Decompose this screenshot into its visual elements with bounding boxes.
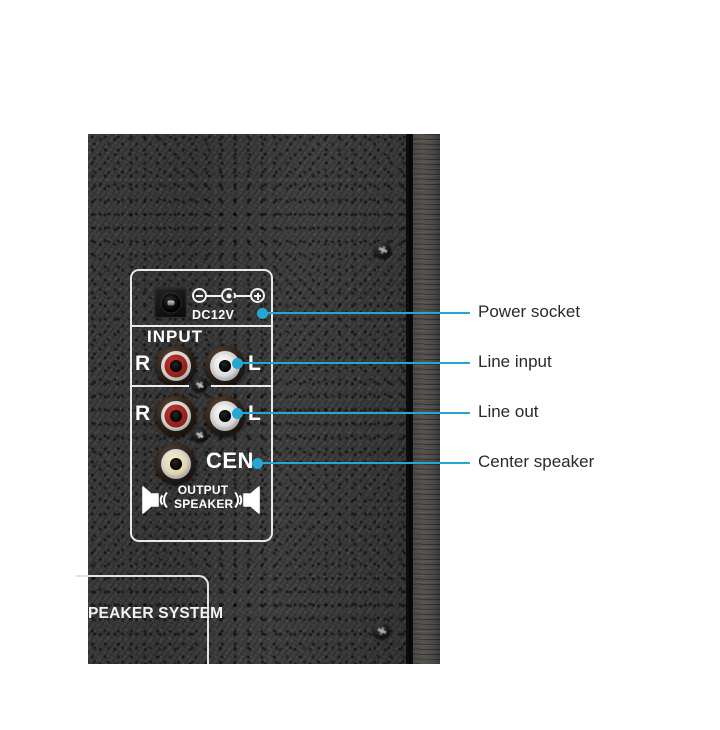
panel-screw-upper (192, 377, 207, 392)
callout-label-power-socket: Power socket (478, 302, 581, 321)
cabinet-side-panel (413, 134, 440, 664)
divider-output-right (211, 385, 271, 387)
output-speaker-row: OUTPUT SPEAKER (136, 482, 266, 518)
output-left-channel-label: L (248, 402, 261, 426)
divider-output-left (132, 385, 189, 387)
input-rca-left-jack[interactable] (205, 346, 245, 386)
cabinet-edge-shadow (406, 134, 414, 664)
callout-label-center-speaker: Center speaker (478, 452, 595, 471)
cabinet-screw-bottom (373, 622, 390, 639)
output-caption-line1: OUTPUT (177, 483, 229, 497)
callout-dot-center-speaker[interactable] (252, 458, 263, 469)
jack-panel-outline (130, 269, 273, 542)
speaker-cabinet: DC12V INPUT R L R L CEN (76, 134, 440, 664)
center-pin-icon (221, 288, 236, 303)
callout-dot-line-out[interactable] (232, 408, 243, 419)
divider-dc (132, 325, 271, 327)
polarity-symbol-group (192, 288, 266, 304)
polarity-connector-left (207, 294, 221, 297)
callout-line-line-out (242, 412, 470, 414)
polarity-connector-right (236, 294, 250, 297)
callout-dot-power-socket[interactable] (257, 308, 268, 319)
brand-plate-label: PEAKER SYSTEM (88, 605, 224, 622)
callout-line-line-input (242, 362, 470, 364)
callout-label-line-out: Line out (478, 402, 539, 421)
cabinet-screw-top (374, 241, 391, 258)
output-right-channel-label: R (135, 402, 151, 425)
center-channel-label: CEN (206, 448, 254, 473)
output-rca-right-jack[interactable] (156, 396, 196, 436)
speaker-wave-left-icon (142, 486, 168, 514)
output-caption-line2: SPEAKER (174, 497, 234, 511)
dc-barrel-jack-icon[interactable] (154, 287, 187, 318)
panel-screw-lower (192, 427, 207, 442)
plus-circle-icon (250, 288, 265, 303)
input-section-title: INPUT (147, 327, 203, 346)
callout-line-center-speaker (262, 462, 470, 464)
input-left-channel-label: L (248, 352, 261, 376)
dc-voltage-label: DC12V (192, 308, 235, 322)
speaker-wave-right-icon (234, 486, 260, 514)
brand-plate-outline (76, 575, 209, 664)
input-right-channel-label: R (135, 352, 151, 375)
callout-dot-line-input[interactable] (232, 358, 243, 369)
dc-jack-center-pin (167, 300, 174, 306)
callout-label-line-input: Line input (478, 352, 552, 371)
input-rca-right-jack[interactable] (156, 346, 196, 386)
callout-line-power-socket (267, 312, 470, 314)
output-speaker-caption: OUTPUT SPEAKER (174, 483, 234, 511)
minus-circle-icon (192, 288, 207, 303)
center-rca-jack[interactable] (156, 444, 196, 484)
